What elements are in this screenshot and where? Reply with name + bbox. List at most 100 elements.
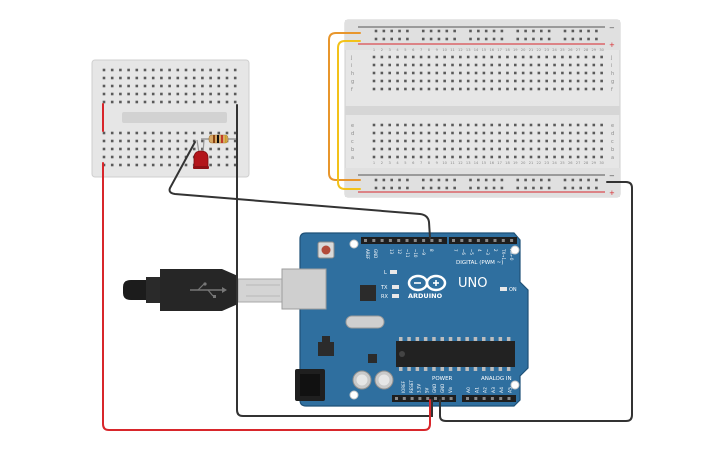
yellow-wire[interactable] <box>337 40 361 190</box>
breadboard-hole <box>372 139 376 143</box>
breadboard-hole <box>388 131 391 135</box>
breadboard-hole <box>553 55 556 59</box>
arduino-brand: ARDUINO <box>408 292 443 300</box>
breadboard-hole <box>592 63 596 67</box>
breadboard-hole <box>482 79 486 83</box>
usb-b-port[interactable] <box>281 268 327 310</box>
small-breadboard-hole <box>233 68 237 72</box>
breadboard-hole <box>506 79 509 83</box>
breadboard-hole <box>419 79 423 83</box>
breadboard-hole <box>592 131 596 135</box>
breadboard-hole <box>592 79 596 83</box>
resistor[interactable] <box>201 134 236 144</box>
led[interactable] <box>193 139 209 169</box>
breadboard-hole <box>498 63 501 67</box>
rail-hole <box>421 178 425 182</box>
breadboard-hole <box>451 131 454 135</box>
breadboard-hole <box>404 123 407 127</box>
breadboard-hole <box>404 139 407 143</box>
analog-pin <box>490 397 494 400</box>
small-breadboard-hole <box>127 68 130 72</box>
breadboard-hole <box>443 123 446 127</box>
reset-button-cap[interactable] <box>321 245 331 255</box>
column-number: 19 <box>513 48 518 52</box>
power-header[interactable] <box>392 395 456 402</box>
rail-hole <box>540 186 543 190</box>
breadboard-hole <box>553 71 556 75</box>
breadboard-hole <box>490 139 494 143</box>
small-breadboard-hole <box>127 139 130 143</box>
digital-header-right[interactable] <box>449 237 517 244</box>
usb-cable[interactable] <box>123 268 327 311</box>
breadboard-hole <box>372 155 376 159</box>
breadboard-hole <box>514 87 517 91</box>
analog-header[interactable] <box>462 395 516 402</box>
breadboard-hole <box>404 87 407 91</box>
breadboard-hole <box>482 71 486 75</box>
row-letter: f <box>611 87 613 93</box>
rail-hole <box>382 186 386 190</box>
column-number: 22 <box>537 161 542 165</box>
digital-header-left[interactable] <box>361 237 447 244</box>
small-breadboard-hole <box>110 76 114 80</box>
breadboard-hole <box>514 131 517 135</box>
small-breadboard-hole <box>119 92 122 96</box>
column-number: 6 <box>412 48 415 52</box>
rail-hole <box>587 178 590 182</box>
bottom-rail-holes <box>374 178 598 190</box>
breadboard-hole <box>459 131 462 135</box>
column-number: 25 <box>560 161 565 165</box>
small-breadboard-hole <box>209 76 212 80</box>
breadboard-hole <box>592 55 596 59</box>
small-breadboard-hole <box>143 147 147 151</box>
rail-hole <box>469 178 472 182</box>
row-letter: b <box>611 147 614 153</box>
breadboard-hole <box>459 147 462 151</box>
small-breadboard-hole <box>135 68 139 72</box>
breadboard-hole <box>592 87 596 91</box>
small-breadboard-hole <box>217 131 221 135</box>
breadboard-hole <box>482 147 486 151</box>
breadboard-hole <box>561 147 564 151</box>
small-breadboard-hole <box>225 84 229 88</box>
orange-wire[interactable] <box>328 32 361 181</box>
black-wire-signal[interactable] <box>168 141 431 239</box>
small-breadboard[interactable] <box>91 59 250 178</box>
breadboard-hole <box>388 155 391 159</box>
top-rail-holes <box>374 29 598 41</box>
breadboard-hole <box>498 87 501 91</box>
breadboard-hole <box>568 55 572 59</box>
breadboard-hole <box>474 155 478 159</box>
rail-hole <box>390 186 393 190</box>
breadboard-hole <box>529 147 533 151</box>
breadboard-hole <box>396 123 399 127</box>
on-label: ON <box>509 287 517 293</box>
breadboard-hole <box>545 147 548 151</box>
arduino-model: UNO <box>458 276 487 291</box>
black-wire-ground[interactable] <box>236 104 433 417</box>
small-breadboard-hole <box>176 76 180 80</box>
breadboard-hole <box>568 63 572 67</box>
rail-hole <box>500 178 504 182</box>
rail-hole <box>547 186 551 190</box>
rail-hole <box>516 178 520 182</box>
chip-pin <box>473 367 478 371</box>
small-breadboard-hole <box>184 131 188 135</box>
chip-pin <box>506 337 511 341</box>
breadboard-hole <box>388 139 391 143</box>
red-wire-5v[interactable] <box>102 162 431 431</box>
rail-hole <box>587 186 590 190</box>
small-breadboard-hole <box>151 147 155 151</box>
breadboard-hole <box>584 87 588 91</box>
breadboard-hole <box>498 155 501 159</box>
header-pin <box>438 239 442 242</box>
breadboard-hole <box>380 63 384 67</box>
black-wire-rail[interactable] <box>439 181 633 422</box>
breadboard-hole <box>372 131 376 135</box>
breadboard-hole <box>506 139 509 143</box>
breadboard-hole <box>459 155 462 159</box>
column-number: 11 <box>450 161 455 165</box>
